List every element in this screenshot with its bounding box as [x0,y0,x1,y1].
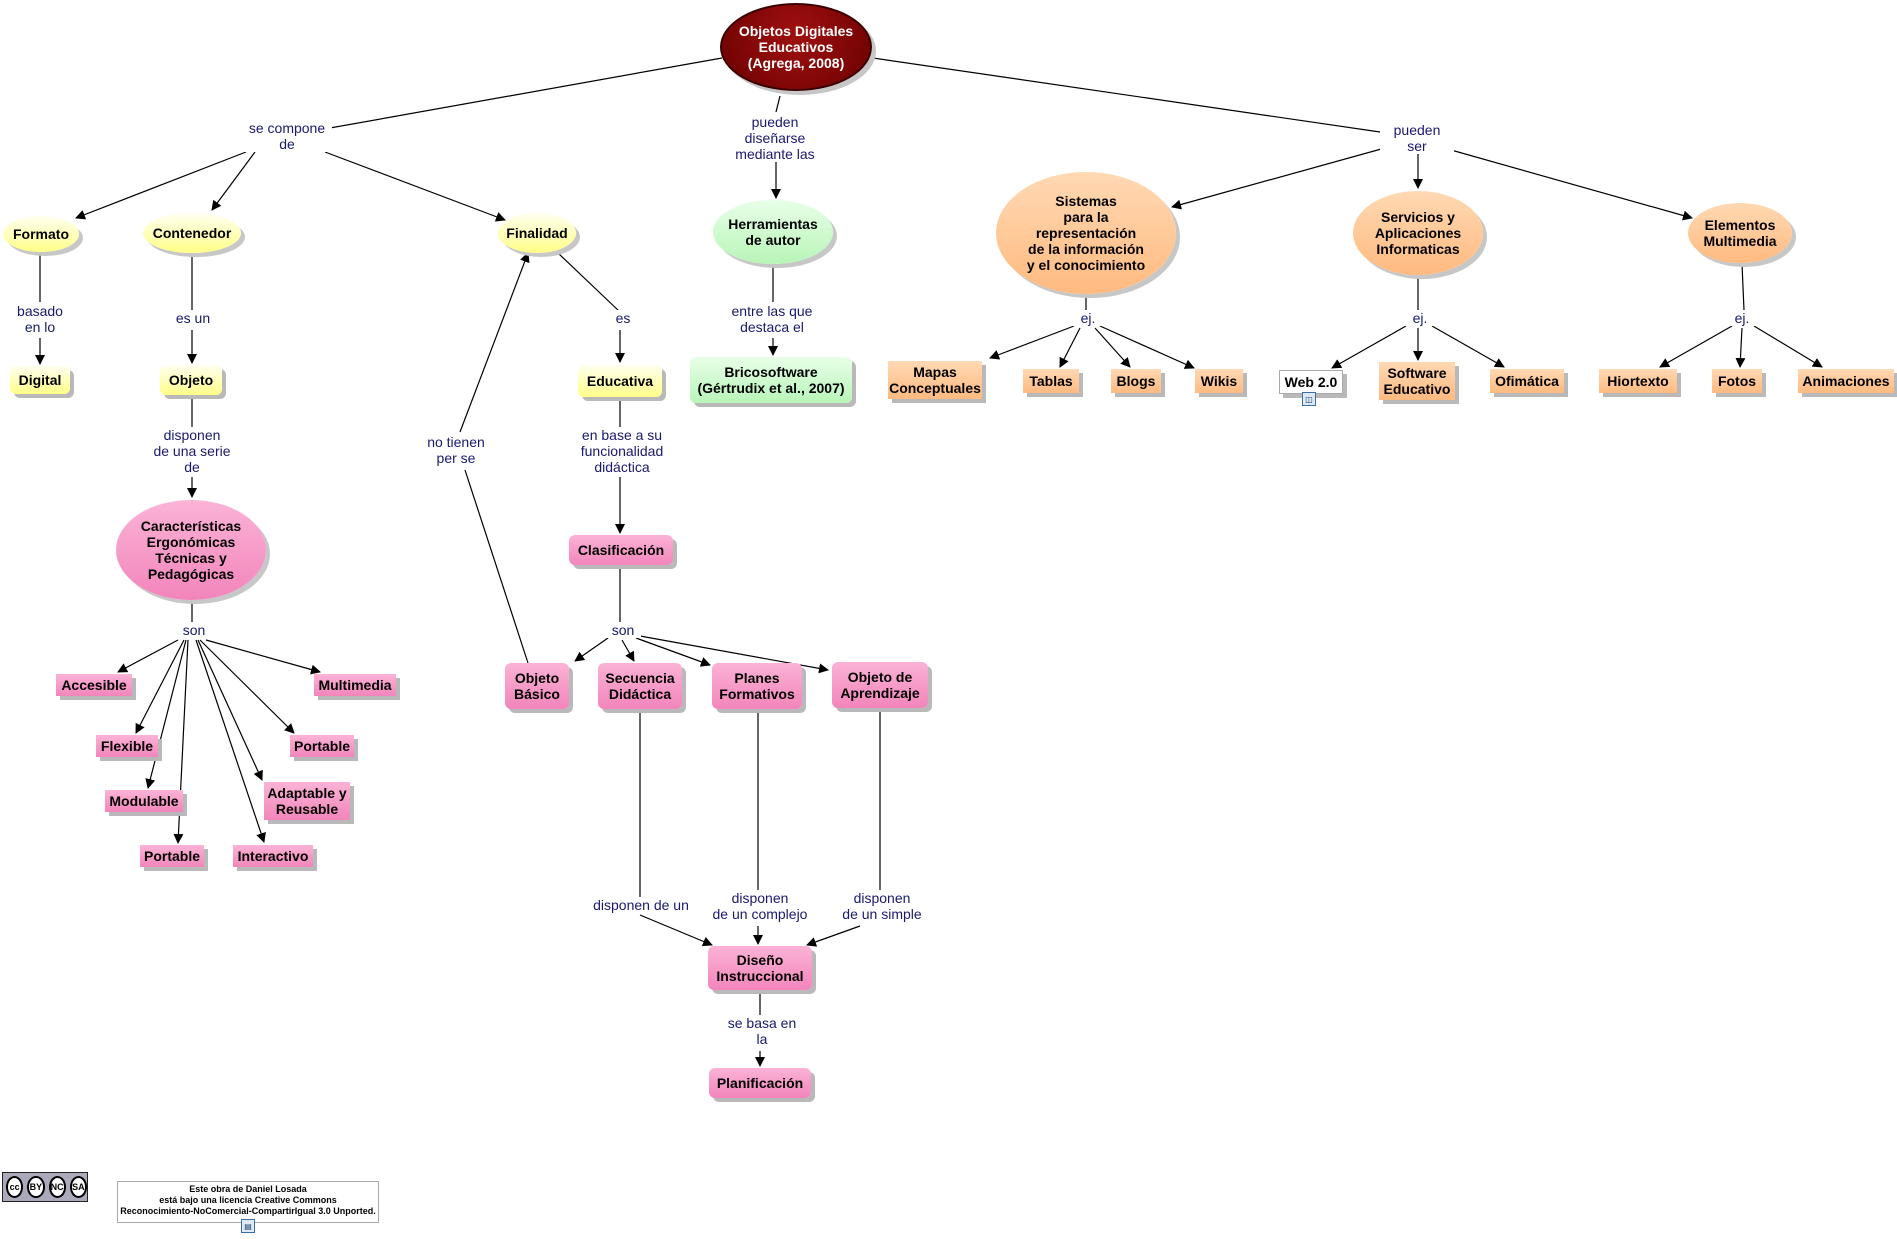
node-objeto-basico[interactable]: Objeto Básico [505,663,569,709]
creative-commons-badge[interactable]: cc BY NC SA [2,1172,88,1202]
connector-line [989,325,1075,360]
node-accesible[interactable]: Accesible [56,674,132,696]
link-pueden-ser: pueden ser [1380,122,1454,154]
node-planes-formativos[interactable]: Planes Formativos [712,663,802,709]
node-software-educativo[interactable]: Software Educativo [1379,362,1455,400]
node-educativa[interactable]: Educativa [578,365,662,397]
connector-line [1431,325,1505,368]
link-es-un: es un [166,310,220,326]
node-fotos[interactable]: Fotos [1712,369,1762,393]
node-caracteristicas[interactable]: Características Ergonómicas Técnicas y P… [116,500,266,600]
node-digital[interactable]: Digital [10,366,70,394]
node-servicios-aplicaciones[interactable]: Servicios y Aplicaciones Informaticas [1353,191,1483,275]
link-ej-elementos: ej. [1726,310,1758,326]
connector-line [639,914,713,947]
link-son-clasificacion: son [605,622,641,638]
connector-line [872,57,1381,133]
cc-icon: cc [6,1176,24,1198]
node-herramientas-de-autor[interactable]: Herramientas de autor [713,200,833,264]
connector-line [117,639,179,673]
node-objetos-digitales-educativos[interactable]: Objetos Digitales Educativos (Agrega, 20… [720,3,872,91]
node-sistemas-representacion[interactable]: Sistemas para la representación de la in… [996,172,1176,294]
connector-line [459,252,530,433]
node-modulable[interactable]: Modulable [105,790,183,812]
connector-line [1443,147,1693,221]
node-elementos-multimedia[interactable]: Elementos Multimedia [1688,203,1792,263]
connector-line [75,151,247,220]
connector-line [1741,263,1745,311]
node-contenedor[interactable]: Contenedor [143,213,241,253]
node-mapas-conceptuales[interactable]: Mapas Conceptuales [888,361,982,399]
connector-line [806,925,861,947]
node-objeto[interactable]: Objeto [160,365,222,395]
connector-line [557,252,621,313]
link-es: es [606,310,640,326]
link-ej-sistemas: ej. [1072,310,1104,326]
node-interactivo[interactable]: Interactivo [233,845,313,867]
node-portable-2[interactable]: Portable [140,845,204,867]
node-web-2-0[interactable]: Web 2.0 [1279,370,1343,394]
connector-line [775,95,781,113]
link-se-basa-en-la: se basa en la [718,1015,806,1047]
connector-line [621,639,635,662]
link-disponen-de-un: disponen de un [584,897,698,913]
connector-line [1659,325,1733,368]
connector-line [199,639,295,734]
node-flexible[interactable]: Flexible [96,735,158,757]
connector-line [324,151,506,222]
node-formato[interactable]: Formato [3,216,79,252]
nc-icon: NC [48,1176,66,1198]
link-disponen-complejo: disponen de un complejo [702,890,818,922]
by-icon: BY [27,1176,45,1198]
node-bricosoftware[interactable]: Bricosoftware (Gértrudix et al., 2007) [690,357,852,403]
connector-line [211,151,256,211]
connector-line [1735,327,1746,368]
link-pueden-disenarse: pueden diseñarse mediante las [723,114,827,162]
link-se-compone-de: se compone de [242,120,332,152]
connector-line [1753,325,1823,368]
connector-line [1099,325,1195,369]
connector-line [1059,327,1081,368]
node-clasificacion[interactable]: Clasificación [569,535,673,565]
connector-line [135,639,185,734]
link-no-tienen-per-se: no tienen per se [418,434,494,466]
connector-line [1094,327,1131,368]
link-en-base-a-su: en base a su funcionalidad didáctica [566,427,678,475]
link-son-caracteristicas: son [176,622,212,638]
node-secuencia-didactica[interactable]: Secuencia Didáctica [598,663,682,709]
connector-line [1331,325,1407,369]
node-finalidad[interactable]: Finalidad [498,213,576,253]
node-wikis[interactable]: Wikis [1195,369,1243,393]
link-basado-en-lo: basado en lo [8,303,72,335]
document-icon[interactable]: ▤ [241,1219,255,1233]
link-disponen-serie: disponen de una serie de [140,427,244,475]
node-diseno-instruccional[interactable]: Diseño Instruccional [708,946,812,990]
node-blogs[interactable]: Blogs [1111,369,1161,393]
node-objeto-aprendizaje[interactable]: Objeto de Aprendizaje [832,662,928,708]
link-disponen-simple: disponen de un simple [832,890,932,922]
node-tablas[interactable]: Tablas [1023,369,1079,393]
connector-line [635,637,711,667]
node-animaciones[interactable]: Animaciones [1798,369,1894,393]
node-multimedia[interactable]: Multimedia [314,674,396,696]
connector-line [205,639,321,675]
link-ej-servicios: ej. [1404,310,1436,326]
node-adaptable-reusable[interactable]: Adaptable y Reusable [264,782,350,820]
connector-line [197,639,263,781]
node-portable-1[interactable]: Portable [290,735,354,757]
connector-line [195,639,266,843]
connector-line [1171,145,1393,210]
sa-icon: SA [69,1176,87,1198]
connector-line [329,57,723,129]
connector-line [145,639,187,789]
resource-icon[interactable]: ◫ [1302,392,1316,406]
node-ofimatica[interactable]: Ofimática [1490,369,1564,393]
license-notice: Este obra de Daniel Losada está bajo una… [117,1181,379,1223]
connector-line [464,469,529,664]
node-planificacion[interactable]: Planificación [709,1068,811,1098]
node-hipertexto[interactable]: Hiortexto [1599,369,1677,393]
link-entre-las-que: entre las que destaca el [718,303,826,335]
connector-line [574,637,609,662]
